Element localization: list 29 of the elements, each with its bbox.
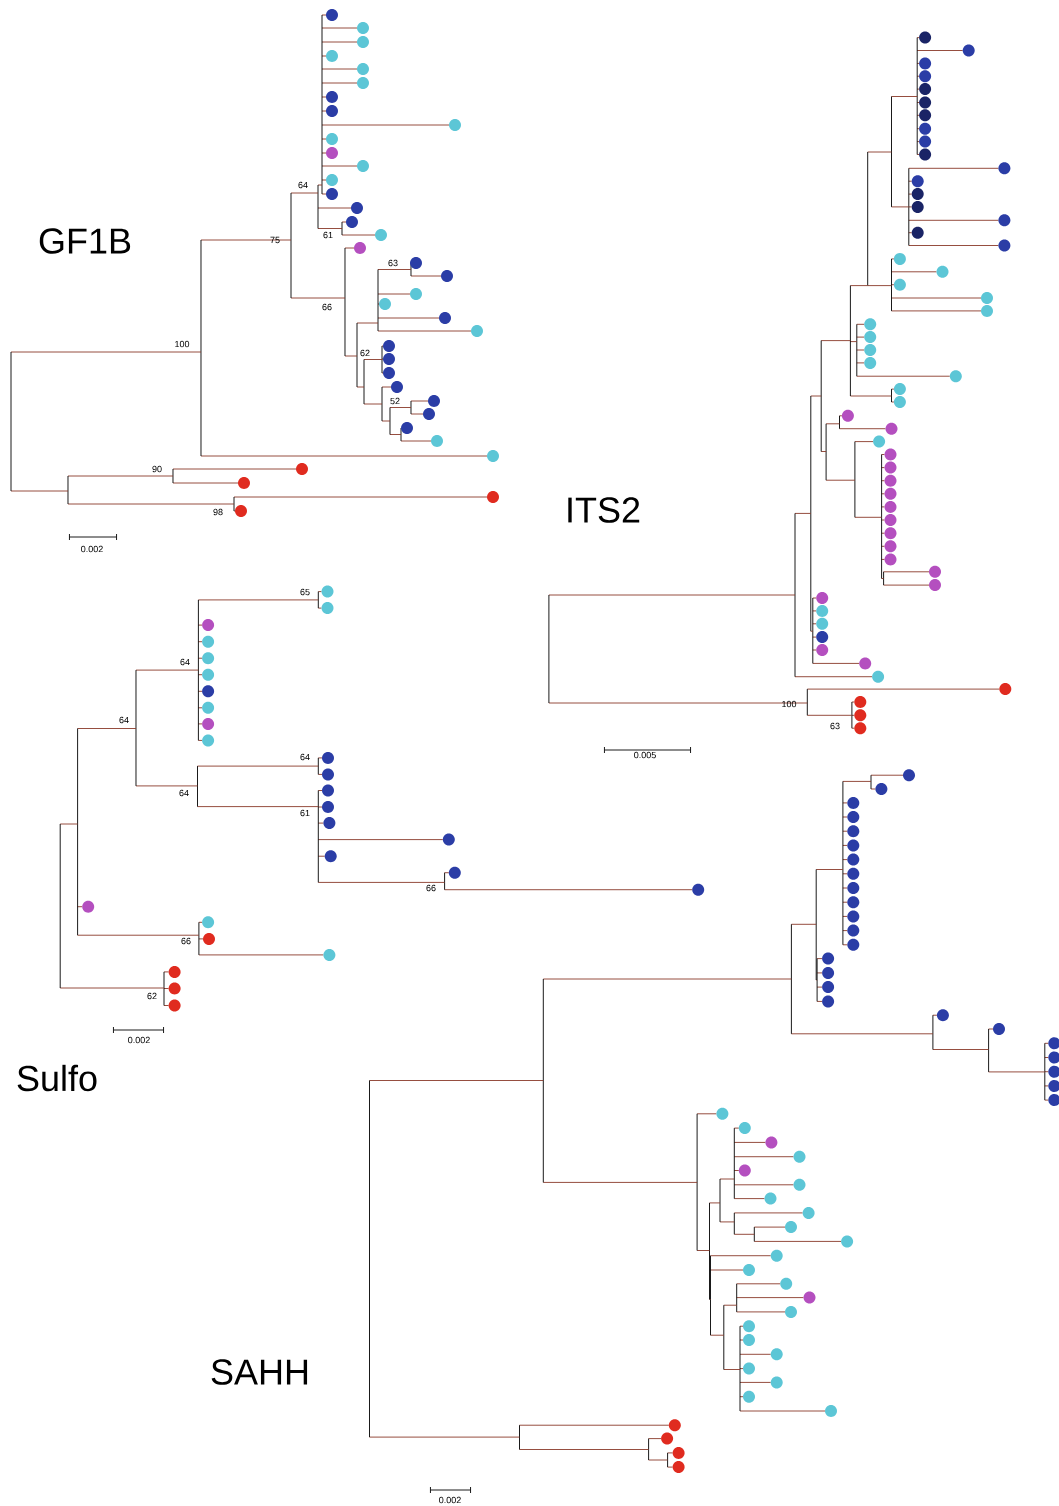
bootstrap-value: 61 <box>323 231 333 239</box>
bootstrap-value: 64 <box>298 181 308 189</box>
bootstrap-value: 63 <box>830 722 840 730</box>
scale-value: 0.002 <box>81 545 103 553</box>
bootstrap-value: 65 <box>300 588 310 596</box>
bootstrap-value: 100 <box>782 700 797 708</box>
bootstrap-value: 66 <box>181 937 191 945</box>
tree-title: ITS2 <box>568 497 640 523</box>
bootstrap-value: 52 <box>390 397 400 405</box>
bootstrap-value: 98 <box>213 508 223 516</box>
tree-title: GF1B <box>39 228 131 254</box>
bootstrap-value: 64 <box>119 716 129 724</box>
bootstrap-value: 90 <box>152 465 162 473</box>
bootstrap-value: 62 <box>360 349 370 357</box>
bootstrap-value: 64 <box>179 789 189 797</box>
scale-value: 0.005 <box>634 751 656 759</box>
bootstrap-value: 64 <box>300 753 310 761</box>
tree-title: Sulfo <box>17 1064 97 1092</box>
bootstrap-value: 66 <box>426 884 436 892</box>
bootstrap-value: 62 <box>147 992 157 1000</box>
bootstrap-value: 64 <box>180 658 190 666</box>
tree-title: SAHH <box>211 1359 308 1385</box>
scale-value: 0.002 <box>439 1496 461 1504</box>
bootstrap-value: 66 <box>322 303 332 311</box>
bootstrap-value: 61 <box>300 809 310 817</box>
bootstrap-value: 63 <box>388 259 398 267</box>
scale-value: 0.002 <box>128 1036 150 1044</box>
bootstrap-value: 100 <box>175 340 190 348</box>
bootstrap-value: 75 <box>270 236 280 244</box>
